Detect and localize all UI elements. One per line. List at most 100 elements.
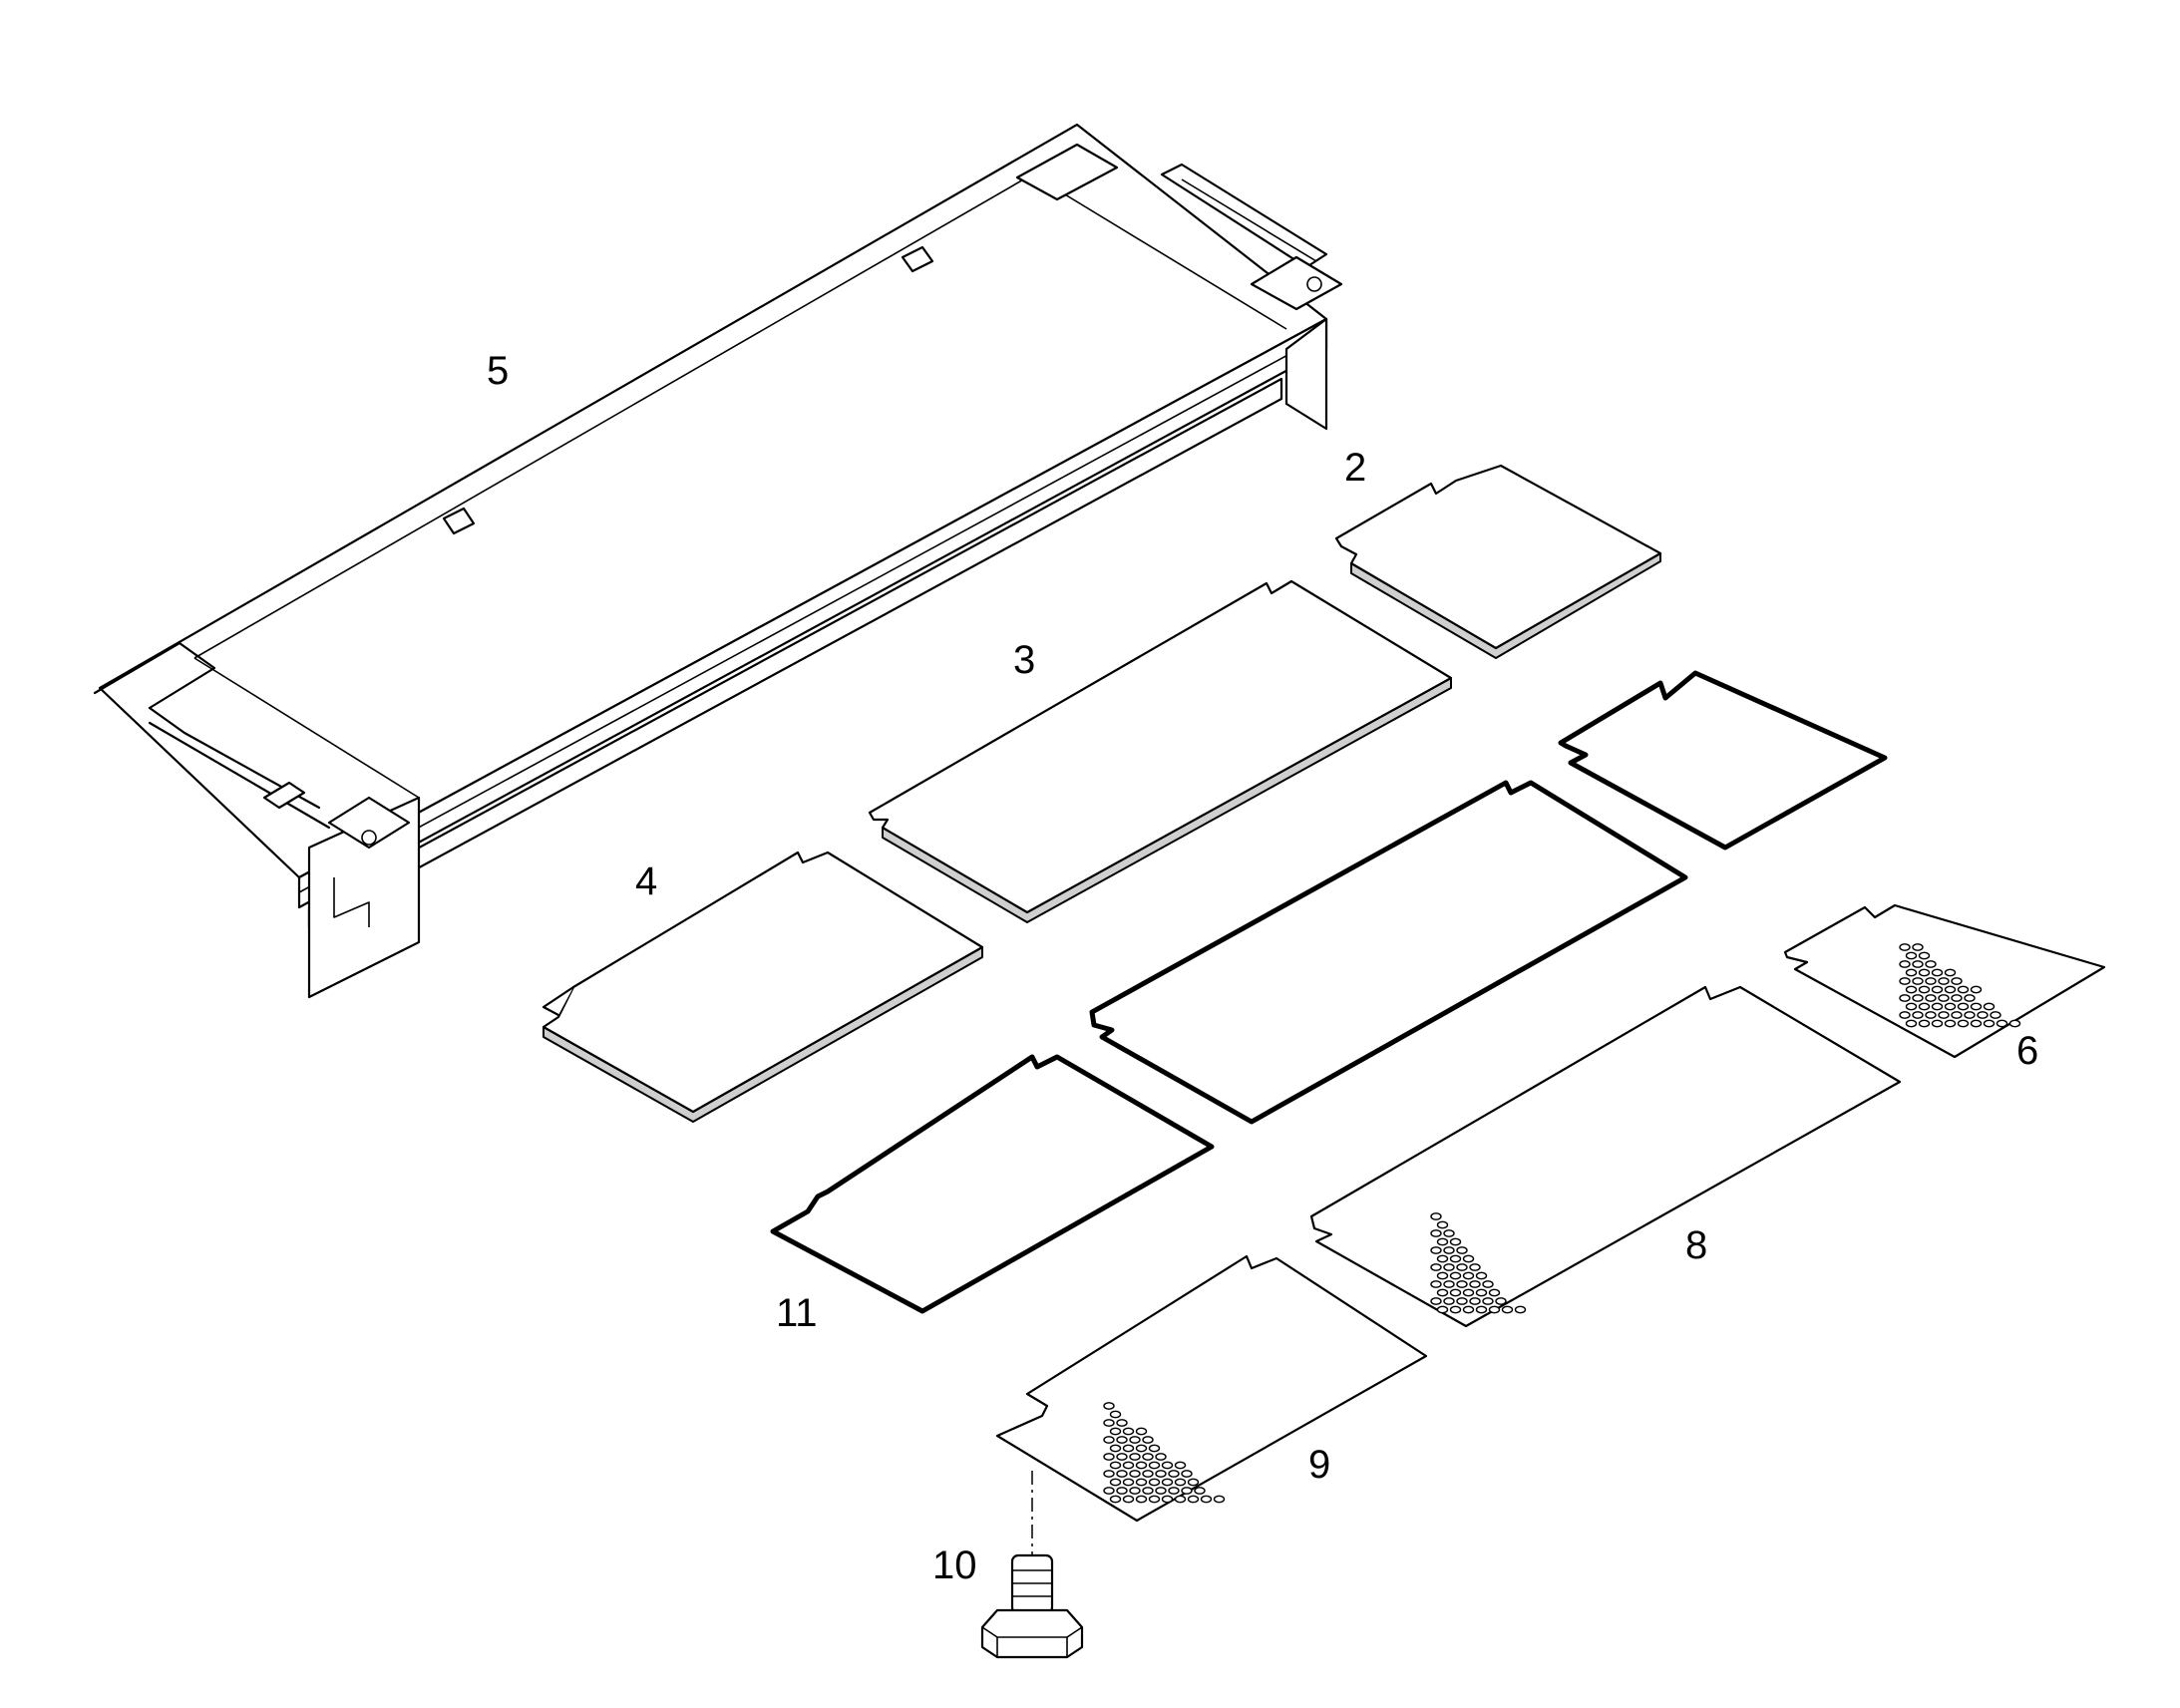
perforation-hole [1475, 1271, 1488, 1280]
perforation-hole [1931, 1019, 1944, 1028]
perforation-hole [1462, 1305, 1475, 1314]
callout-10: 10 [932, 1543, 977, 1587]
perforation-hole [1142, 1487, 1154, 1495]
perforation-hole [1990, 1011, 2001, 1019]
perforation-hole [1938, 977, 1950, 985]
perforation-hole [1135, 1444, 1148, 1453]
perforation-hole [1142, 1453, 1154, 1461]
perforation-hole [1938, 994, 1950, 1002]
perforation-hole [1449, 1254, 1462, 1263]
perforation-hole [1200, 1495, 1213, 1504]
callout-9: 9 [1308, 1443, 1330, 1487]
perforation-pattern-medium [1103, 1402, 1226, 1504]
callout-11: 11 [776, 1291, 818, 1335]
perforation-hole [1168, 1487, 1180, 1495]
perforation-hole [1912, 994, 1924, 1002]
plate-small [1334, 464, 1662, 659]
perforation-hole [1475, 1305, 1488, 1314]
perforation-hole [1155, 1453, 1167, 1461]
perforation-hole [1436, 1220, 1449, 1229]
perforation-hole [1103, 1470, 1115, 1478]
perforation-hole [1449, 1305, 1462, 1314]
perforation-hole [1449, 1271, 1462, 1280]
perforation-hole [1462, 1254, 1475, 1263]
perforation-hole [1977, 1011, 1989, 1019]
perforation-hole [1462, 1271, 1475, 1280]
perforation-hole [1905, 1019, 1918, 1028]
perforation-hole [1456, 1280, 1468, 1288]
perforation-hole [1116, 1470, 1128, 1478]
perforation-hole [1109, 1427, 1122, 1436]
perforation-hole [1148, 1495, 1161, 1504]
perforation-hole [1148, 1461, 1161, 1470]
perforation-hole [1174, 1461, 1187, 1470]
perforation-hole [1122, 1478, 1135, 1487]
perforation-hole [1103, 1487, 1115, 1495]
perforation-hole [1964, 994, 1976, 1002]
perforation-hole [1109, 1444, 1122, 1453]
perforation-hole [1905, 951, 1918, 960]
perforation-hole [1174, 1495, 1187, 1504]
perforation-hole [1970, 985, 1983, 994]
perforated-screen-small [1783, 903, 2106, 1059]
perforation-hole [1103, 1453, 1115, 1461]
perforation-hole [1905, 985, 1918, 994]
callout-6: 6 [2016, 1029, 2038, 1073]
perforation-hole [1109, 1410, 1122, 1419]
perforation-hole [1938, 1011, 1950, 1019]
perforation-hole [1957, 1002, 1970, 1011]
perforation-hole [1443, 1246, 1455, 1254]
perforation-hole [1925, 977, 1937, 985]
callout-4: 4 [635, 859, 657, 903]
perforation-hole [1912, 960, 1924, 968]
perforation-hole [1122, 1444, 1135, 1453]
perforation-hole [1905, 968, 1918, 977]
perforation-hole [1931, 985, 1944, 994]
perforation-hole [1456, 1297, 1468, 1305]
perforation-hole [1103, 1419, 1115, 1427]
perforation-hole [1996, 1019, 2008, 1028]
perforation-hole [1905, 1002, 1918, 1011]
perforation-hole [1436, 1271, 1449, 1280]
perforation-hole [1116, 1436, 1128, 1444]
perforation-hole [1482, 1280, 1494, 1288]
perforation-hole [1436, 1305, 1449, 1314]
perforation-hole [1430, 1263, 1442, 1271]
perforation-hole [1135, 1461, 1148, 1470]
perforation-hole [1187, 1495, 1200, 1504]
perforation-hole [1109, 1495, 1122, 1504]
perforation-hole [1951, 994, 1963, 1002]
perforation-hole [1430, 1280, 1442, 1288]
perforation-hole [1161, 1461, 1174, 1470]
perforation-hole [1944, 1002, 1957, 1011]
perforation-hole [1449, 1237, 1462, 1246]
perforation-hole [1443, 1297, 1455, 1305]
perforation-hole [1957, 985, 1970, 994]
perforation-hole [1899, 943, 1911, 951]
perforation-hole [1983, 1002, 1996, 1011]
perforation-hole [1495, 1297, 1507, 1305]
perforation-hole [1912, 1011, 1924, 1019]
perforation-hole [1456, 1246, 1468, 1254]
perforation-hole [1436, 1288, 1449, 1297]
perforation-hole [1148, 1444, 1161, 1453]
perforation-hole [1475, 1288, 1488, 1297]
plate-long [868, 579, 1453, 923]
perforation-hole [1899, 994, 1911, 1002]
perforation-hole [1194, 1487, 1206, 1495]
callout-3: 3 [1013, 638, 1035, 682]
perforation-hole [1944, 1019, 1957, 1028]
perforation-hole [1181, 1470, 1193, 1478]
perforation-hole [1187, 1478, 1200, 1487]
perforation-hole [1168, 1470, 1180, 1478]
perforation-hole [1122, 1495, 1135, 1504]
perforation-hole [1931, 968, 1944, 977]
perforation-hole [1174, 1478, 1187, 1487]
perforation-hole [1918, 1019, 1931, 1028]
tray-frame [93, 123, 1343, 999]
perforated-screen-long [1309, 985, 1902, 1328]
perforation-hole [1430, 1246, 1442, 1254]
perforation-hole [1469, 1297, 1481, 1305]
perforation-hole [1501, 1305, 1514, 1314]
gasket-medium [770, 1054, 1215, 1314]
